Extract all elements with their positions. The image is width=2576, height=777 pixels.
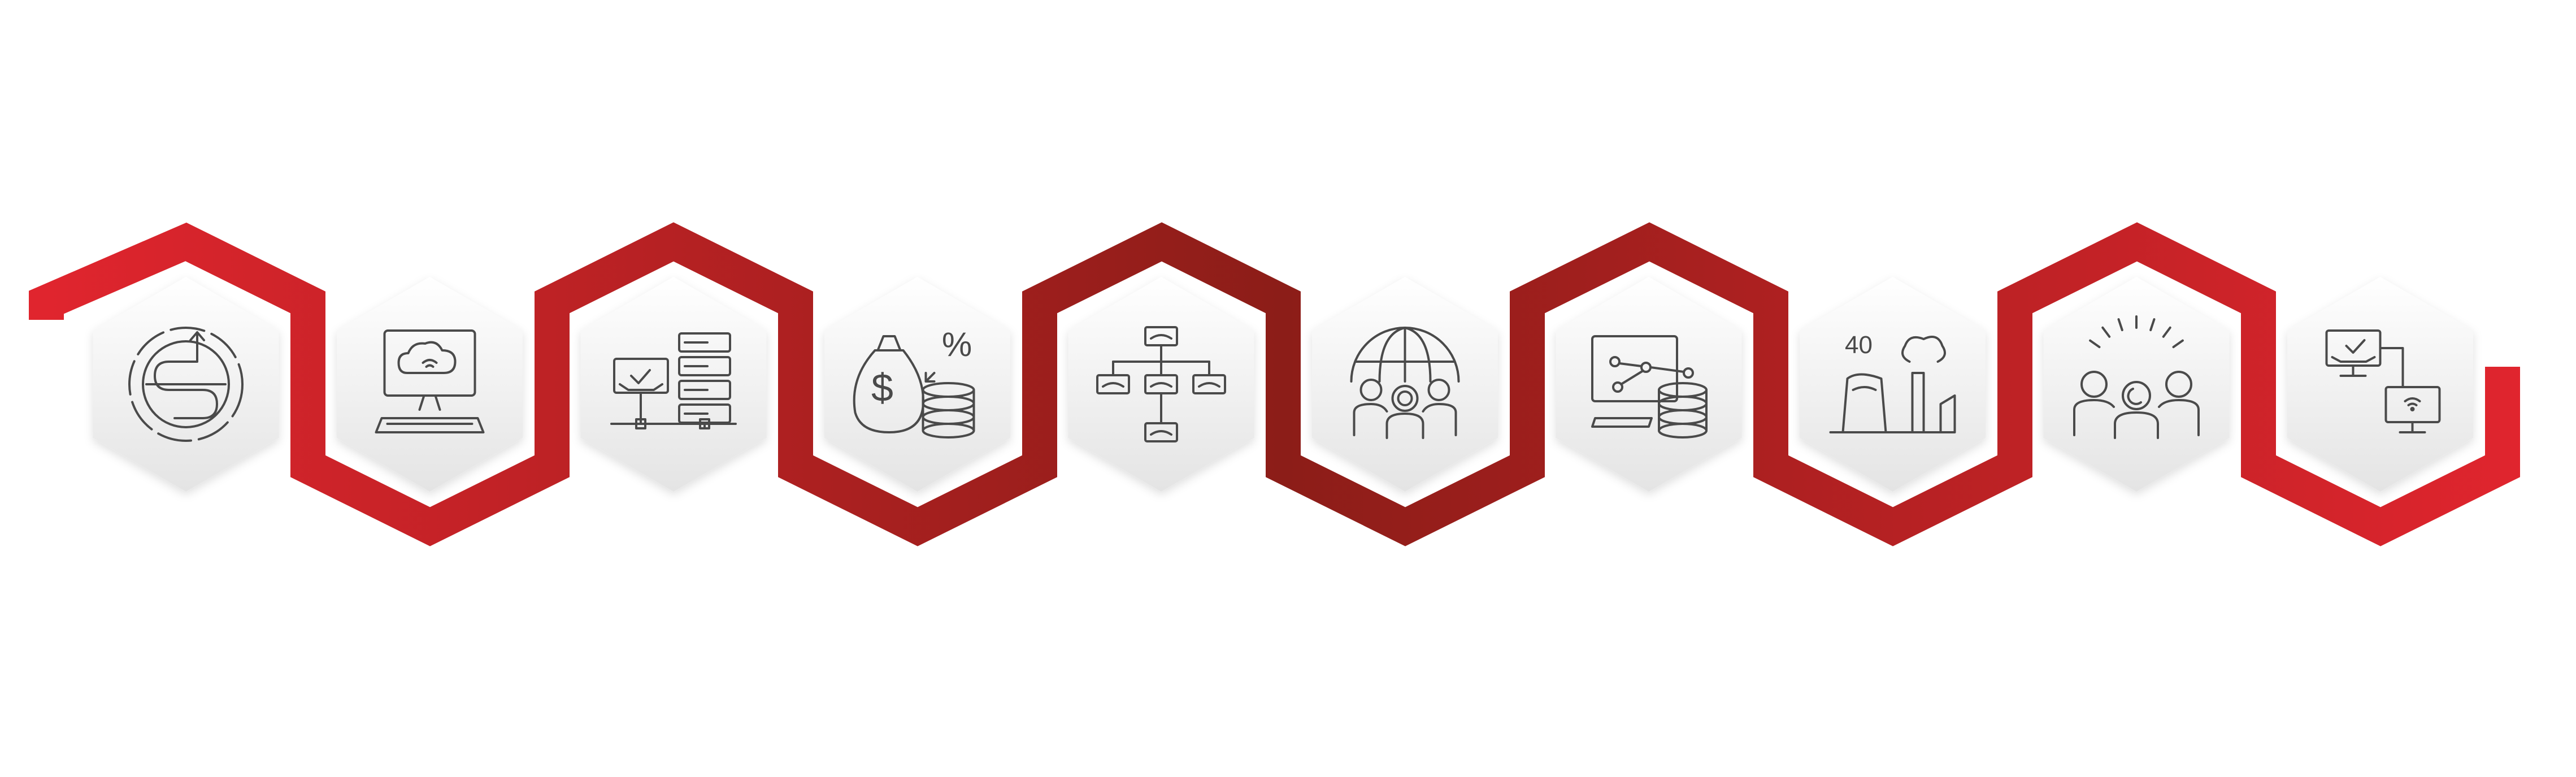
step-hexagon bbox=[2287, 277, 2473, 492]
cloud-computer-icon bbox=[375, 329, 485, 433]
step-hexagon bbox=[1312, 277, 1498, 492]
remote-monitoring-icon bbox=[2325, 329, 2441, 433]
step-hexagon bbox=[1800, 277, 1986, 492]
global-community-icon bbox=[1350, 327, 1460, 439]
step-hexagon bbox=[1556, 277, 1742, 492]
organization-chart-icon bbox=[1096, 326, 1226, 442]
zigzag-band bbox=[29, 222, 2520, 546]
step-hexagon bbox=[337, 277, 523, 492]
team-idea-icon bbox=[2073, 315, 2200, 439]
data-analytics-laptop-icon bbox=[1591, 335, 1708, 439]
svg-text:%: % bbox=[942, 325, 972, 363]
process-flow-cycle-icon bbox=[128, 327, 244, 442]
step-hexagon bbox=[2043, 277, 2230, 492]
industry-emission-icon: 40 bbox=[1829, 331, 1956, 433]
step-hexagon bbox=[580, 277, 767, 492]
svg-text:40: 40 bbox=[1845, 331, 1873, 359]
svg-text:$: $ bbox=[871, 366, 893, 410]
step-hexagon bbox=[824, 277, 1010, 492]
network-server-icon bbox=[610, 332, 737, 429]
money-bag-percent-coins-icon: $% bbox=[853, 325, 975, 439]
